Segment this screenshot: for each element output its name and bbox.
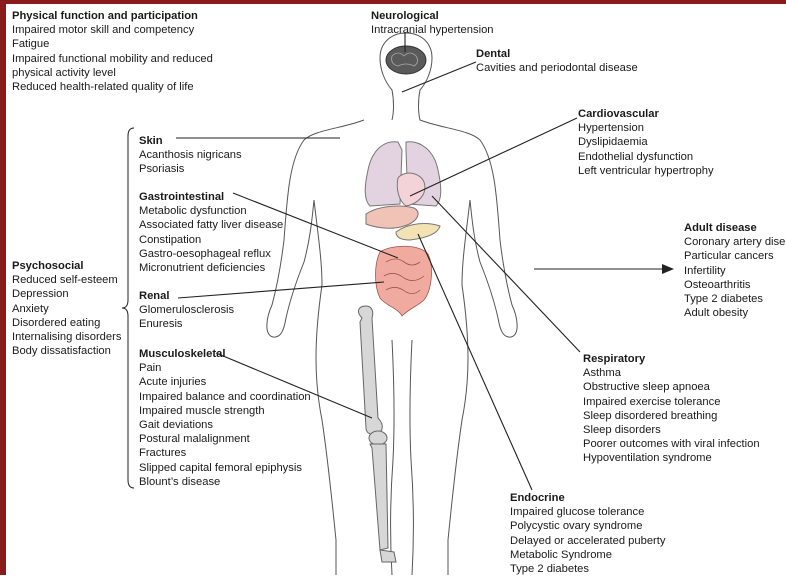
renal-block: Renal Glomerulosclerosis Enuresis xyxy=(139,289,234,332)
body-outline-legs xyxy=(391,340,414,575)
musculoskeletal-item: Pain xyxy=(139,361,311,375)
musculoskeletal-item: Fractures xyxy=(139,446,311,460)
physical-function-item: Impaired functional mobility and reduced xyxy=(12,52,213,66)
left-lung xyxy=(365,142,402,206)
physical-function-item: Fatigue xyxy=(12,37,213,51)
respiratory-item: Obstructive sleep apnoea xyxy=(583,380,760,394)
gastrointestinal-item: Gastro-oesophageal reflux xyxy=(139,247,283,261)
musculoskeletal-item: Gait deviations xyxy=(139,418,311,432)
cardiovascular-heading: Cardiovascular xyxy=(578,107,714,121)
cardiovascular-item: Left ventricular hypertrophy xyxy=(578,164,714,178)
physical-function-item: Reduced health-related quality of life xyxy=(12,80,213,94)
respiratory-heading: Respiratory xyxy=(583,352,760,366)
physical-function-item: Impaired motor skill and competency xyxy=(12,23,213,37)
adult-disease-item: Particular cancers xyxy=(684,249,786,263)
intestines xyxy=(376,246,432,316)
musculoskeletal-block: Musculoskeletal Pain Acute injuries Impa… xyxy=(139,347,311,489)
psychosocial-item: Anxiety xyxy=(12,302,121,316)
cardiovascular-block: Cardiovascular Hypertension Dyslipidaemi… xyxy=(578,107,714,178)
musculoskeletal-item: Postural malalignment xyxy=(139,432,311,446)
skin-block: Skin Acanthosis nigricans Psoriasis xyxy=(139,134,242,177)
adult-disease-block: Adult disease Coronary artery disease Pa… xyxy=(684,221,786,320)
femur-bone xyxy=(359,306,383,435)
psychosocial-heading: Psychosocial xyxy=(12,259,121,273)
psychosocial-item: Depression xyxy=(12,287,121,301)
endocrine-item: Delayed or accelerated puberty xyxy=(510,534,665,548)
endocrine-item: Type 2 diabetes xyxy=(510,562,665,576)
gastrointestinal-item: Metabolic dysfunction xyxy=(139,204,283,218)
adult-disease-heading: Adult disease xyxy=(684,221,786,235)
gastrointestinal-item: Associated fatty liver disease xyxy=(139,218,283,232)
psychosocial-item: Reduced self-esteem xyxy=(12,273,121,287)
respiratory-item: Poorer outcomes with viral infection xyxy=(583,437,760,451)
psychosocial-item: Internalising disorders xyxy=(12,330,121,344)
musculoskeletal-item: Impaired muscle strength xyxy=(139,404,311,418)
cardiovascular-item: Dyslipidaemia xyxy=(578,135,714,149)
musculoskeletal-item: Blount’s disease xyxy=(139,475,311,489)
physical-function-block: Physical function and participation Impa… xyxy=(12,9,213,94)
skin-item: Acanthosis nigricans xyxy=(139,148,242,162)
tibia-bone xyxy=(370,444,388,550)
neurological-block: Neurological Intracranial hypertension xyxy=(371,9,494,37)
dental-block: Dental Cavities and periodontal disease xyxy=(476,47,638,75)
cardiovascular-item: Endothelial dysfunction xyxy=(578,150,714,164)
endocrine-block: Endocrine Impaired glucose tolerance Pol… xyxy=(510,491,665,576)
renal-item: Enuresis xyxy=(139,317,234,331)
dental-item: Cavities and periodontal disease xyxy=(476,61,638,75)
physical-function-item: physical activity level xyxy=(12,66,213,80)
renal-item: Glomerulosclerosis xyxy=(139,303,234,317)
musculoskeletal-item: Acute injuries xyxy=(139,375,311,389)
skin-item: Psoriasis xyxy=(139,162,242,176)
dental-heading: Dental xyxy=(476,47,638,61)
adult-disease-item: Adult obesity xyxy=(684,306,786,320)
respiratory-item: Hypoventilation syndrome xyxy=(583,451,760,465)
musculoskeletal-item: Slipped capital femoral epiphysis xyxy=(139,461,311,475)
gastrointestinal-heading: Gastrointestinal xyxy=(139,190,283,204)
skin-heading: Skin xyxy=(139,134,242,148)
renal-heading: Renal xyxy=(139,289,234,303)
adult-disease-item: Coronary artery disease xyxy=(684,235,786,249)
endocrine-heading: Endocrine xyxy=(510,491,665,505)
gastrointestinal-item: Constipation xyxy=(139,233,283,247)
respiratory-item: Sleep disorders xyxy=(583,423,760,437)
respiratory-block: Respiratory Asthma Obstructive sleep apn… xyxy=(583,352,760,466)
endocrine-item: Impaired glucose tolerance xyxy=(510,505,665,519)
psychosocial-item: Disordered eating xyxy=(12,316,121,330)
adult-disease-item: Osteoarthritis xyxy=(684,278,786,292)
left-bracket xyxy=(122,128,134,488)
psychosocial-item: Body dissatisfaction xyxy=(12,344,121,358)
psychosocial-block: Psychosocial Reduced self-esteem Depress… xyxy=(12,259,121,358)
adult-disease-item: Infertility xyxy=(684,264,786,278)
musculoskeletal-item: Impaired balance and coordination xyxy=(139,390,311,404)
gastrointestinal-block: Gastrointestinal Metabolic dysfunction A… xyxy=(139,190,283,275)
endocrine-item: Metabolic Syndrome xyxy=(510,548,665,562)
physical-function-heading: Physical function and participation xyxy=(12,9,213,23)
respiratory-item: Impaired exercise tolerance xyxy=(583,395,760,409)
cardiovascular-item: Hypertension xyxy=(578,121,714,135)
musculoskeletal-heading: Musculoskeletal xyxy=(139,347,311,361)
neurological-item: Intracranial hypertension xyxy=(371,23,494,37)
endocrine-item: Polycystic ovary syndrome xyxy=(510,519,665,533)
respiratory-item: Asthma xyxy=(583,366,760,380)
respiratory-item: Sleep disordered breathing xyxy=(583,409,760,423)
neurological-heading: Neurological xyxy=(371,9,494,23)
gastrointestinal-item: Micronutrient deficiencies xyxy=(139,261,283,275)
adult-disease-item: Type 2 diabetes xyxy=(684,292,786,306)
